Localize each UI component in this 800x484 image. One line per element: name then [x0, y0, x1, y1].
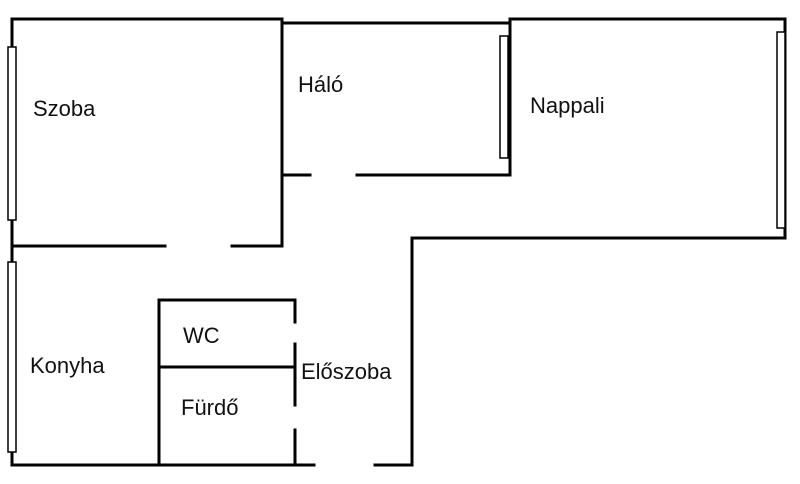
interior-walls	[10, 21, 512, 467]
windows	[7, 31, 786, 453]
outer-wall-right-step	[373, 236, 787, 467]
outer-walls	[10, 17, 787, 467]
room-label-wc: WC	[183, 323, 220, 348]
outer-wall-bottom-left	[10, 17, 316, 467]
room-labels: Szoba Háló Nappali Konyha WC Fürdő Elősz…	[30, 72, 605, 420]
room-label-halo: Háló	[298, 72, 343, 97]
window-nappali	[776, 31, 786, 229]
window-szoba	[7, 46, 17, 221]
room-label-nappali: Nappali	[530, 93, 605, 118]
outer-wall-top	[10, 17, 787, 240]
room-label-konyha: Konyha	[30, 353, 105, 378]
window-halo	[499, 35, 509, 159]
room-label-furdo: Fürdő	[181, 395, 238, 420]
room-label-eloszoba: Előszoba	[301, 359, 392, 384]
room-label-szoba: Szoba	[33, 96, 96, 121]
window-konyha	[7, 261, 17, 453]
